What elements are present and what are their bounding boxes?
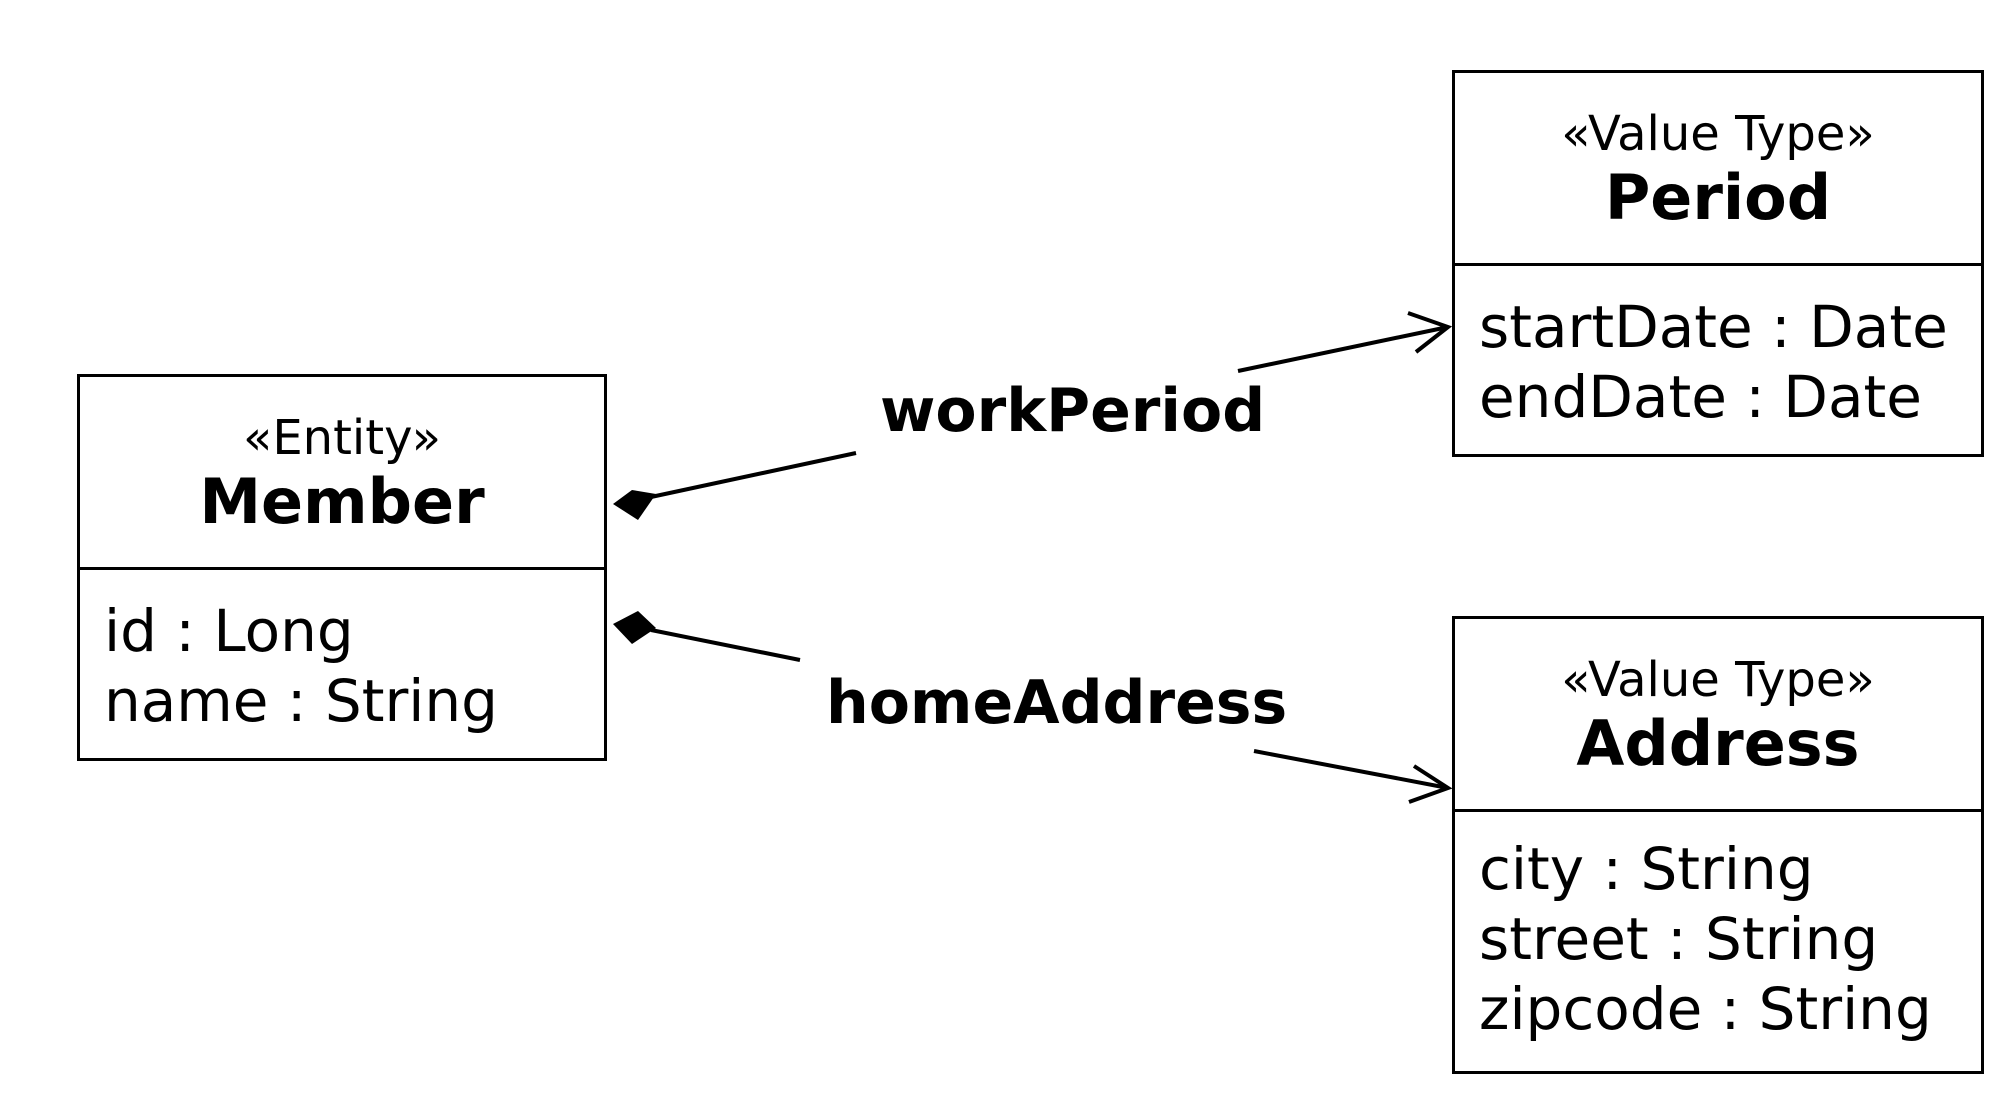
- period-stereotype: «Value Type»: [1561, 106, 1875, 162]
- home-address-line-segment-1: [650, 628, 801, 662]
- address-class: «Value Type» Address city : String stree…: [1452, 616, 1984, 1074]
- work-period-line-segment-2: [1237, 325, 1449, 373]
- work-period-line-segment-1: [650, 451, 857, 499]
- work-period-association: [613, 311, 1453, 520]
- address-attribute-zipcode: zipcode : String: [1479, 975, 1932, 1043]
- member-class-header: «Entity» Member: [80, 377, 604, 570]
- address-attribute-city: city : String: [1479, 835, 1814, 903]
- period-attribute-start-date: startDate : Date: [1479, 293, 1948, 361]
- address-attributes: city : String street : String zipcode : …: [1455, 812, 1981, 1044]
- period-class: «Value Type» Period startDate : Date end…: [1452, 70, 1984, 457]
- work-period-arrowhead: [1407, 311, 1453, 354]
- home-address-association: [613, 611, 1453, 804]
- address-stereotype: «Value Type»: [1561, 652, 1875, 708]
- period-attributes: startDate : Date endDate : Date: [1455, 266, 1981, 432]
- address-attribute-street: street : String: [1479, 905, 1879, 973]
- work-period-label: workPeriod: [880, 376, 1266, 446]
- period-attribute-end-date: endDate : Date: [1479, 363, 1922, 431]
- address-class-name: Address: [1576, 707, 1860, 780]
- home-address-line-segment-2: [1253, 749, 1449, 790]
- member-attribute-name: name : String: [104, 667, 498, 735]
- member-class-name: Member: [199, 465, 485, 538]
- home-address-arrowhead: [1408, 764, 1453, 804]
- work-period-composition-diamond: [613, 490, 656, 520]
- member-stereotype: «Entity»: [242, 410, 442, 466]
- home-address-composition-diamond: [613, 611, 656, 644]
- period-class-header: «Value Type» Period: [1455, 73, 1981, 266]
- member-attribute-id: id : Long: [104, 597, 354, 665]
- member-attributes: id : Long name : String: [80, 570, 604, 736]
- home-address-label: homeAddress: [826, 668, 1288, 738]
- period-class-name: Period: [1604, 161, 1832, 234]
- address-class-header: «Value Type» Address: [1455, 619, 1981, 812]
- member-class: «Entity» Member id : Long name : String: [77, 374, 607, 761]
